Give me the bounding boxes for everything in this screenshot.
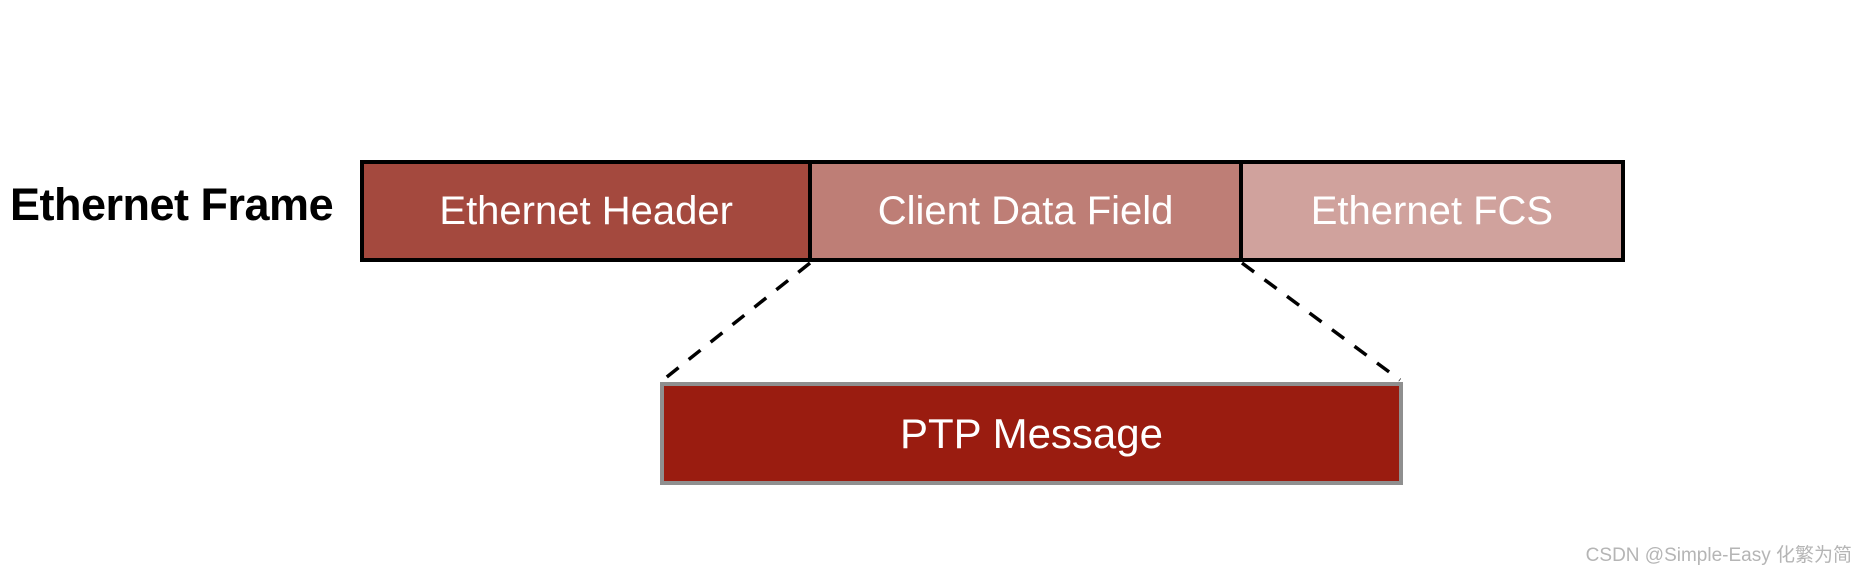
- segment-ethernet-header: Ethernet Header: [364, 164, 809, 258]
- segment-ethernet-header-label: Ethernet Header: [439, 188, 733, 233]
- segment-client-data-field-label: Client Data Field: [877, 188, 1174, 233]
- ptp-message-label: PTP Message: [899, 409, 1163, 457]
- ethernet-frame-title: Ethernet Frame: [10, 179, 334, 230]
- segment-ethernet-fcs: Ethernet FCS: [1238, 164, 1621, 258]
- ptp-message-box: PTP Message: [660, 382, 1403, 485]
- ethernet-frame-row: Ethernet Header Client Data Field Ethern…: [360, 160, 1625, 262]
- segment-ethernet-fcs-label: Ethernet FCS: [1310, 188, 1554, 233]
- expansion-dashed-line-left: [661, 261, 812, 382]
- watermark: CSDN @Simple-Easy 化繁为简: [1585, 545, 1852, 566]
- expansion-dashed-line-right: [1240, 261, 1402, 382]
- segment-client-data-field: Client Data Field: [808, 164, 1239, 258]
